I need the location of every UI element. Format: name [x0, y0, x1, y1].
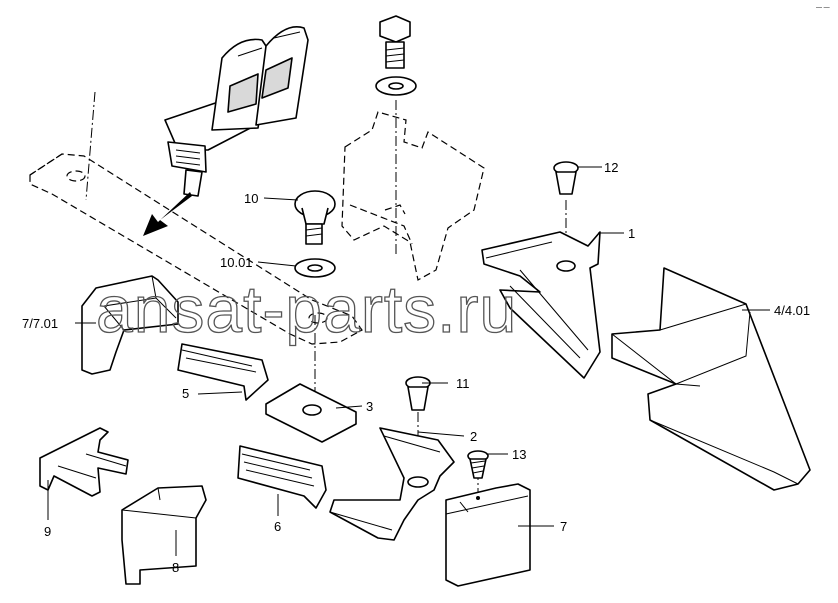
seat-illustration [143, 26, 309, 236]
callout-leaders [47, 166, 770, 556]
callout-11: 11 [456, 376, 470, 391]
callout-6: 6 [274, 519, 281, 534]
part-5-rail [177, 343, 269, 401]
part-7-end-cap [445, 483, 531, 587]
callout-5: 5 [182, 386, 189, 401]
part-6-rail [237, 445, 327, 509]
callout-7-7-01: 7/7.01 [22, 316, 58, 331]
screw-12 [553, 161, 579, 195]
callout-9: 9 [44, 524, 51, 539]
callout-4-4-01: 4/4.01 [774, 303, 810, 318]
screw-13 [467, 450, 489, 479]
part-9-clip [39, 427, 129, 497]
seat-rail-dashed [29, 153, 363, 345]
callout-1: 1 [628, 226, 635, 241]
part-3-slide-block [265, 383, 357, 443]
hex-bolt-top [375, 15, 417, 96]
part-8-end-piece [121, 485, 207, 585]
callout-12: 12 [604, 160, 618, 175]
callout-2: 2 [470, 429, 477, 444]
part-1-bracket [481, 231, 601, 379]
screw-11 [405, 376, 431, 411]
washer-10-01 [294, 258, 336, 278]
part-7-01-end-cap [81, 275, 179, 375]
part-2-bracket [329, 427, 455, 541]
callout-10-01: 10.01 [220, 255, 253, 270]
callout-10: 10 [244, 191, 258, 206]
torx-bolt-10 [294, 190, 336, 245]
watermark-text: ansat-parts.ru [96, 272, 517, 346]
callout-13: 13 [512, 447, 526, 462]
callout-3: 3 [366, 399, 373, 414]
callout-7: 7 [560, 519, 567, 534]
mounting-bracket-dashed [341, 111, 485, 281]
callout-8: 8 [172, 560, 179, 575]
part-4-cover [611, 267, 811, 491]
corner-mark: — — [816, 5, 830, 11]
